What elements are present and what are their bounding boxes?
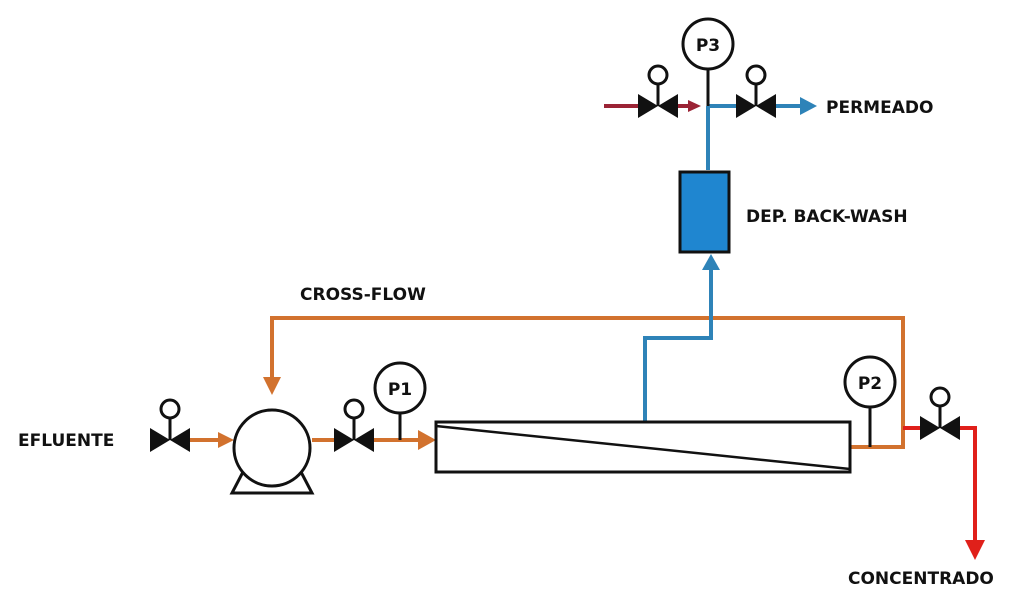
gauge-p2-label: P2 — [858, 374, 882, 394]
concentrate-arrow-down — [965, 540, 985, 560]
feed-arrow-to-module — [418, 430, 436, 450]
permeate-arrow-up — [702, 254, 720, 270]
backwash-arrow — [688, 100, 701, 112]
concentrate-label: CONCENTRADO — [848, 569, 994, 589]
valve-pump-discharge-icon — [334, 398, 374, 452]
valve-concentrate-icon — [920, 386, 960, 440]
inlet-label: EFLUENTE — [18, 431, 114, 451]
tank-label: DEP. BACK-WASH — [746, 207, 908, 227]
valve-backwash-inlet-icon — [638, 64, 678, 118]
crossflow-arrow-down — [263, 377, 281, 395]
feed-lines — [190, 316, 905, 449]
gauge-p1-label: P1 — [388, 380, 412, 400]
membrane-module — [434, 420, 852, 474]
crossflow-label: CROSS-FLOW — [300, 285, 426, 305]
feed-arrow-to-pump — [218, 432, 234, 448]
valve-inlet-icon — [150, 398, 190, 452]
permeate-lines — [643, 104, 800, 422]
permeate-arrow-out — [800, 97, 817, 115]
gauge-p3: P3 — [681, 17, 735, 106]
gauge-p2: P2 — [843, 355, 897, 447]
backwash-tank — [678, 170, 731, 254]
gauge-p3-label: P3 — [696, 36, 720, 56]
concentrate-line — [903, 426, 977, 540]
permeate-label: PERMEADO — [826, 98, 933, 118]
pump-icon — [229, 408, 315, 495]
gauge-p1: P1 — [373, 361, 427, 440]
valve-permeate-icon — [736, 64, 776, 118]
